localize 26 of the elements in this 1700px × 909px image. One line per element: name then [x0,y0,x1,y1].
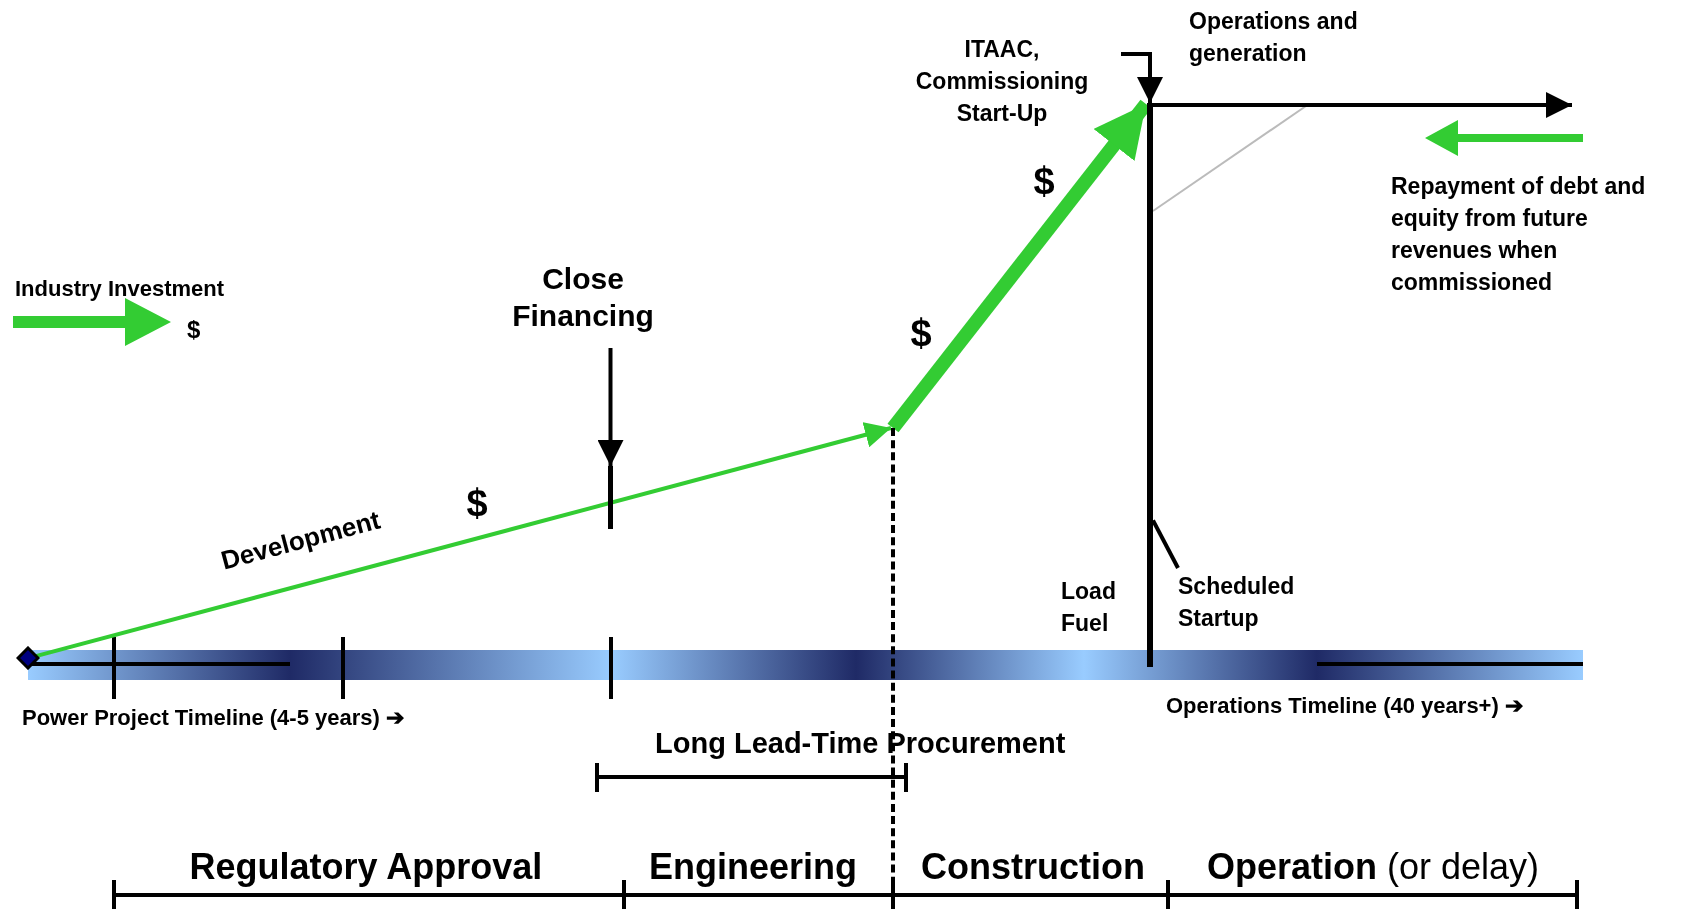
annotation-text: Close Financing [468,260,698,334]
dollar-sign: $ [187,316,201,344]
annotation-text: Repayment of debt and equity from future revenues when commissioned [1391,172,1647,297]
arrow [35,422,892,658]
arrow [597,348,624,466]
annotation-text: Scheduled Startup [1178,570,1308,634]
phase-label: Operation (or delay) [1207,846,1540,888]
leader-line [1151,519,1180,569]
phase-label: Regulatory Approval [189,846,543,888]
phase-label: Engineering [649,846,858,888]
legend-label: Industry Investment [15,276,225,302]
timeline-label: Power Project Timeline (4-5 years) ➔ [22,705,404,731]
dollar-sign: $ [466,482,488,525]
dollar-sign: $ [910,312,932,355]
annotation-text: Load Fuel [1061,577,1117,638]
bracket-label: Long Lead-Time Procurement [655,727,1066,760]
tick-mark [608,466,613,529]
dollar-sign: $ [1033,160,1055,203]
timeline-label: Operations Timeline (40 years+) ➔ [1166,693,1523,719]
edge-label: Operations and generation [1189,7,1359,68]
phase-label: Construction [921,846,1145,888]
arrow [1121,52,1163,103]
arrow [1153,92,1572,118]
annotation-text: ITAAC, Commissioning Start-Up [887,33,1117,129]
start-diamond [16,646,40,670]
tick-mark [1147,103,1153,667]
